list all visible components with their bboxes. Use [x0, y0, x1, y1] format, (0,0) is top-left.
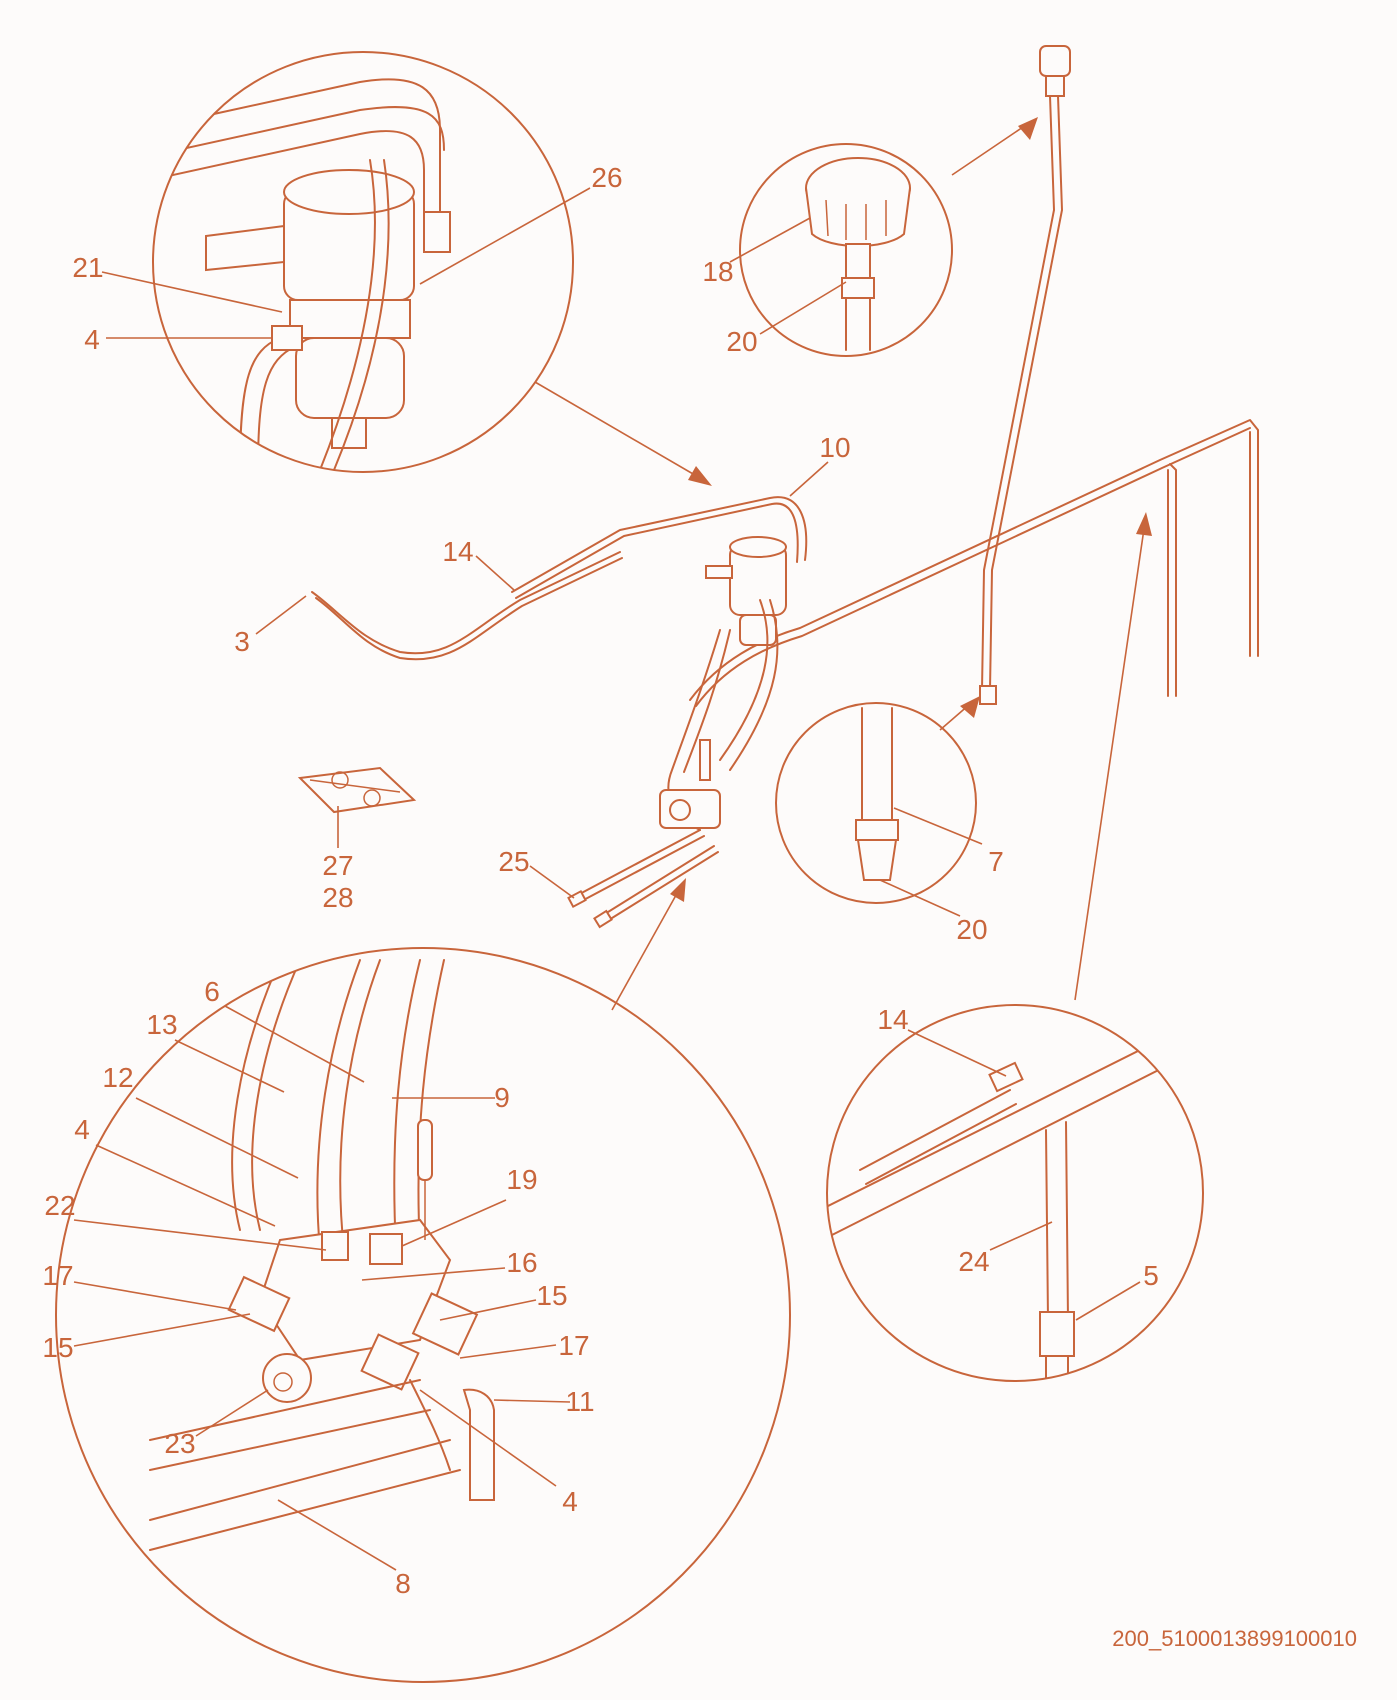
label-28: 28: [322, 882, 354, 913]
label-23: 23: [164, 1428, 196, 1459]
label-27: 27: [322, 850, 354, 881]
label-10: 10: [819, 432, 851, 463]
label-22: 22: [44, 1190, 76, 1221]
label-20: 20: [726, 326, 758, 357]
label-12: 12: [102, 1062, 134, 1093]
label-5: 5: [1143, 1260, 1159, 1291]
label-leader-lines: [73, 187, 1141, 1571]
detail-view-filter: [152, 51, 574, 473]
document-id: 200_5100013899100010: [1112, 1626, 1357, 1651]
label-13: 13: [146, 1009, 178, 1040]
label-4: 4: [84, 324, 100, 355]
label-20: 20: [956, 914, 988, 945]
label-7: 7: [988, 846, 1004, 877]
label-11: 11: [565, 1386, 595, 1417]
label-6: 6: [204, 976, 220, 1007]
detail-view-filler-cap: [739, 143, 953, 357]
detail-view-valve-block: [55, 947, 791, 1683]
label-4: 4: [562, 1486, 578, 1517]
label-3: 3: [234, 626, 250, 657]
label-14: 14: [877, 1004, 909, 1035]
label-15: 15: [536, 1280, 568, 1311]
label-17: 17: [558, 1330, 590, 1361]
label-15: 15: [42, 1332, 74, 1363]
label-24: 24: [958, 1246, 990, 1277]
label-18: 18: [702, 256, 734, 287]
label-26: 26: [591, 162, 623, 193]
label-16: 16: [506, 1247, 538, 1278]
label-21: 21: [72, 252, 104, 283]
main-pipe-assembly: [297, 45, 1259, 929]
label-14: 14: [442, 536, 474, 567]
label-8: 8: [395, 1568, 411, 1599]
detail-view-pipe-end: [775, 702, 977, 904]
label-19: 19: [506, 1164, 538, 1195]
label-25: 25: [498, 846, 530, 877]
label-17: 17: [42, 1260, 74, 1291]
detail-callout-arrows: [534, 117, 1152, 1011]
label-9: 9: [494, 1082, 510, 1113]
label-4: 4: [74, 1114, 90, 1145]
detail-view-t-fitting: [826, 1004, 1204, 1382]
